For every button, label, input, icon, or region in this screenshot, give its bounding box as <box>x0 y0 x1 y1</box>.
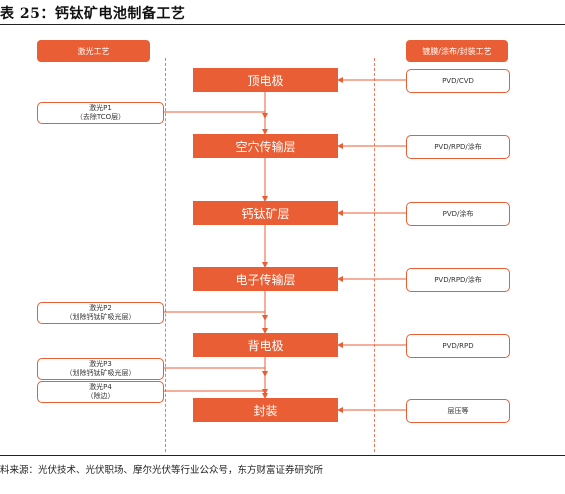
step-perovskite-layer: 钙钛矿层 <box>193 201 338 225</box>
process-box-right-5: PVD/RPD <box>406 334 510 358</box>
laser-box-p1: 激光P1 （去除TCO层） <box>37 102 164 124</box>
header-coating-process: 镀膜/涂布/封装工艺 <box>406 40 508 62</box>
source-note: 料来源：光伏技术、光伏职场、摩尔光伏等行业公众号，东方财富证券研究所 <box>0 465 324 476</box>
laser-box-p4-name: 激光P4 <box>89 383 112 392</box>
laser-box-p3-name: 激光P3 <box>89 360 112 369</box>
laser-box-p2-detail: （划除钙钛矿吸光层） <box>65 313 136 321</box>
dashed-divider-right <box>374 58 375 452</box>
laser-box-p3: 激光P3 （划除钙钛矿吸光层） <box>37 358 164 380</box>
step-hole-transport-layer: 空穴传输层 <box>193 134 338 158</box>
process-box-right-1: PVD/CVD <box>406 69 510 93</box>
process-box-right-3: PVD/涂布 <box>406 202 510 226</box>
laser-box-p3-detail: （划除钙钛矿吸光层） <box>65 369 136 377</box>
arrow-laser-p2 <box>162 311 268 321</box>
arrow-laser-p3 <box>162 367 268 377</box>
arrow-laser-p1 <box>162 111 268 119</box>
step-back-electrode: 背电极 <box>193 333 338 357</box>
figure-title: 表 25：钙钛矿电池制备工艺 <box>0 6 186 22</box>
laser-box-p1-detail: （去除TCO层） <box>75 113 126 121</box>
step-top-electrode: 顶电极 <box>193 68 338 92</box>
step-encapsulation: 封装 <box>193 398 338 422</box>
laser-box-p2: 激光P2 （划除钙钛矿吸光层） <box>37 302 164 324</box>
process-box-right-4: PVD/RPD/涂布 <box>406 268 510 292</box>
laser-box-p2-name: 激光P2 <box>89 304 112 313</box>
process-box-right-6: 层压等 <box>406 399 510 423</box>
dashed-divider-left <box>165 58 166 452</box>
arrow-laser-p4 <box>162 389 268 395</box>
laser-box-p1-name: 激光P1 <box>89 104 112 113</box>
laser-box-p4-detail: （除边） <box>86 392 115 400</box>
laser-box-p4: 激光P4 （除边） <box>37 381 164 403</box>
top-rule <box>0 24 565 25</box>
process-box-right-2: PVD/RPD/涂布 <box>406 135 510 159</box>
step-electron-transport-layer: 电子传输层 <box>193 267 338 291</box>
header-laser-process: 激光工艺 <box>37 40 150 62</box>
bottom-rule <box>0 455 565 456</box>
